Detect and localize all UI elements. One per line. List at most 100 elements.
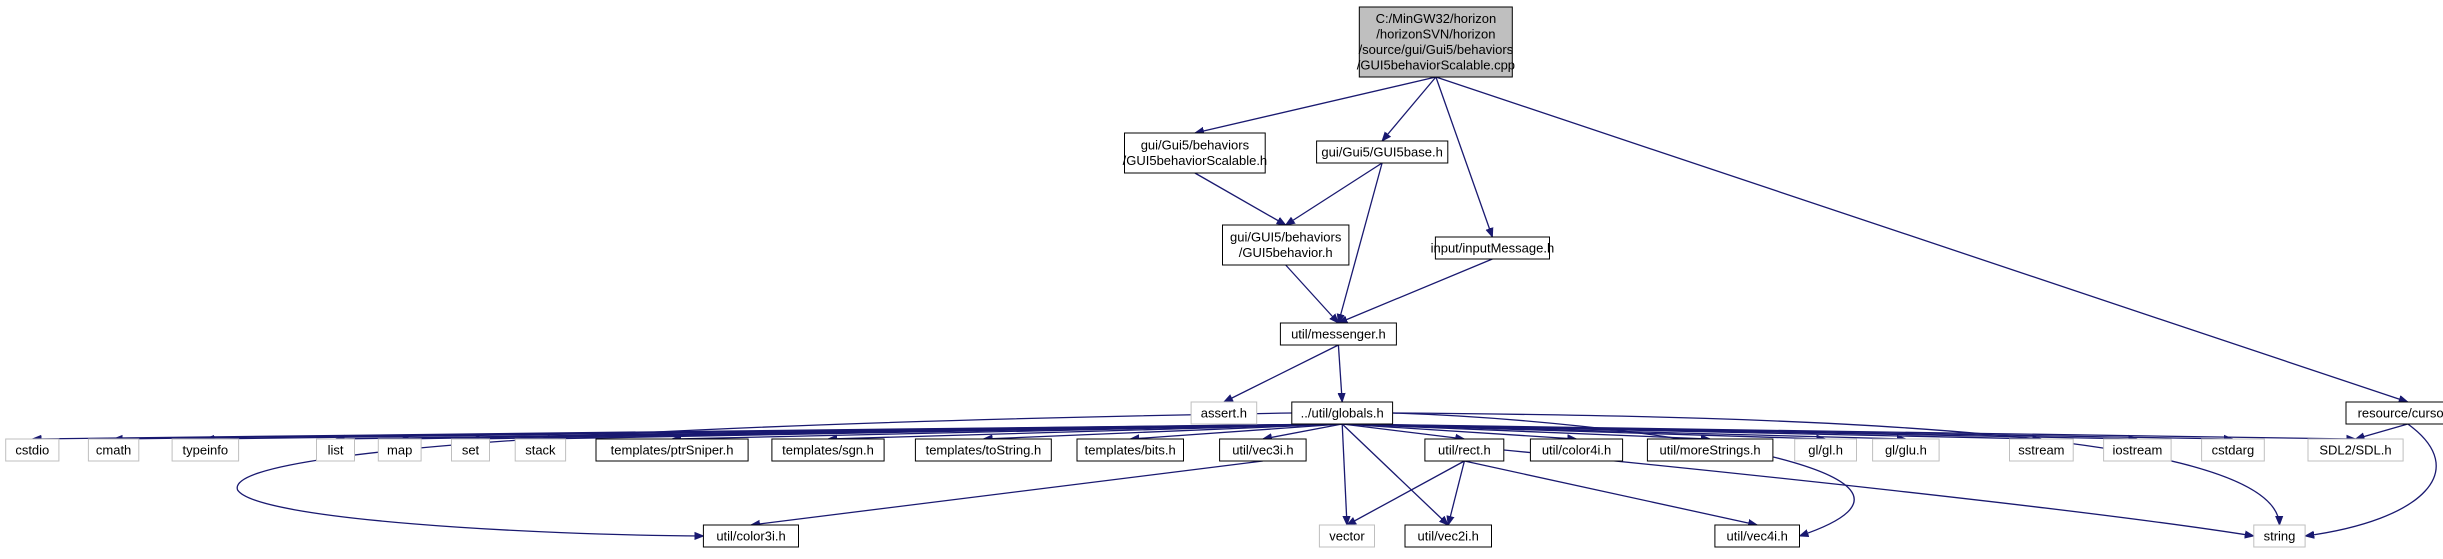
node-box <box>1434 236 1551 260</box>
node-label: /GUI5behavior.h <box>1239 245 1333 260</box>
node-box <box>1124 132 1266 174</box>
node-label: iostream <box>2112 442 2162 457</box>
node-color4i_h[interactable]: util/color4i.h <box>1529 438 1624 462</box>
node-label: templates/sgn.h <box>782 442 874 457</box>
node-gui5base_h[interactable]: gui/Gui5/GUI5base.h <box>1316 140 1449 164</box>
edge-root-to-inputmessage_h <box>1435 76 1493 237</box>
node-stack: stack <box>514 438 567 462</box>
node-label: set <box>462 442 480 457</box>
edge-globals_h-to-string <box>1392 412 2280 525</box>
node-typeinfo: typeinfo <box>171 438 240 462</box>
edge-globals_h-to-sgn_h <box>828 423 1343 439</box>
node-label: gui/GUI5/behaviors <box>1230 230 1342 245</box>
node-messenger_h[interactable]: util/messenger.h <box>1279 322 1397 346</box>
nodes-layer: C:/MinGW32/horizon/horizonSVN/horizon/so… <box>5 6 2443 548</box>
node-inputmessage_h[interactable]: input/inputMessage.h <box>1431 236 1555 260</box>
node-globals_h[interactable]: ../util/globals.h <box>1291 401 1394 425</box>
node-label: string <box>2264 528 2296 543</box>
node-label: util/vec3i.h <box>1232 442 1293 457</box>
node-label: util/moreStrings.h <box>1660 442 1761 457</box>
edge-globals_h-to-rect_h <box>1342 423 1464 439</box>
node-root[interactable]: C:/MinGW32/horizon/horizonSVN/horizon/so… <box>1357 6 1515 78</box>
node-bits_h[interactable]: templates/bits.h <box>1076 438 1184 462</box>
node-box <box>1291 401 1394 425</box>
node-ptrsniper_h[interactable]: templates/ptrSniper.h <box>595 438 749 462</box>
node-box <box>1404 524 1492 548</box>
node-label: templates/bits.h <box>1085 442 1176 457</box>
node-box <box>1219 438 1307 462</box>
node-box <box>316 438 355 462</box>
node-label: util/vec2i.h <box>1417 528 1478 543</box>
node-label: SDL2/SDL.h <box>2319 442 2391 457</box>
node-sgn_h[interactable]: templates/sgn.h <box>771 438 885 462</box>
node-rect_h[interactable]: util/rect.h <box>1424 438 1505 462</box>
node-assert_h: assert.h <box>1190 401 1258 425</box>
edge-messenger_h-to-assert_h <box>1224 344 1339 403</box>
node-scalable_h[interactable]: gui/Gui5/behaviors/GUI5behaviorScalable.… <box>1123 132 1268 174</box>
node-box <box>2345 401 2443 425</box>
node-gl_h: gl/gl.h <box>1794 438 1857 462</box>
node-list: list <box>316 438 355 462</box>
node-box <box>914 438 1052 462</box>
node-label: input/inputMessage.h <box>1431 240 1555 255</box>
edge-globals_h-to-color3i_h <box>236 412 1292 536</box>
node-tostring_h[interactable]: templates/toString.h <box>914 438 1052 462</box>
node-label: util/vec4i.h <box>1726 528 1787 543</box>
edge-vec3i_h-to-color3i_h <box>751 460 1263 525</box>
node-label: map <box>387 442 412 457</box>
edge-gui5base_h-to-messenger_h <box>1338 162 1383 323</box>
edge-rect_h-to-string <box>1503 449 2254 536</box>
node-box <box>2201 438 2265 462</box>
node-label: gui/Gui5/GUI5base.h <box>1321 144 1442 159</box>
node-cmath: cmath <box>87 438 140 462</box>
edge-root-to-cursor_h <box>1435 76 2408 402</box>
edges-layer <box>32 76 2437 536</box>
node-label: util/rect.h <box>1438 442 1491 457</box>
node-vector: vector <box>1318 524 1376 548</box>
node-box <box>2009 438 2074 462</box>
edge-root-to-scalable_h <box>1195 76 1437 133</box>
node-label: assert.h <box>1201 405 1247 420</box>
node-vec4i_h[interactable]: util/vec4i.h <box>1714 524 1801 548</box>
node-box <box>1318 524 1376 548</box>
node-label: /GUI5behaviorScalable.h <box>1123 153 1268 168</box>
node-behavior_h[interactable]: gui/GUI5/behaviors/GUI5behavior.h <box>1222 224 1350 266</box>
edge-cursor_h-to-sdl_h <box>2356 423 2408 439</box>
edge-globals_h-to-color4i_h <box>1342 423 1576 439</box>
node-box <box>1076 438 1184 462</box>
node-label: C:/MinGW32/horizon <box>1376 11 1497 26</box>
node-label: stack <box>525 442 556 457</box>
node-label: resource/cursor.h <box>2358 405 2443 420</box>
node-label: /source/gui/Gui5/behaviors <box>1359 42 1514 57</box>
node-color3i_h[interactable]: util/color3i.h <box>702 524 800 548</box>
edge-globals_h-to-tostring_h <box>983 423 1343 439</box>
node-box <box>514 438 567 462</box>
node-label: cstdarg <box>2212 442 2255 457</box>
edge-behavior_h-to-messenger_h <box>1285 264 1339 323</box>
node-box <box>1279 322 1397 346</box>
node-box <box>2307 438 2404 462</box>
node-vec2i_h[interactable]: util/vec2i.h <box>1404 524 1492 548</box>
node-label: typeinfo <box>183 442 229 457</box>
node-box <box>1646 438 1774 462</box>
node-box <box>1190 401 1258 425</box>
edge-scalable_h-to-behavior_h <box>1194 172 1286 225</box>
edge-globals_h-to-vector <box>1341 423 1347 525</box>
edge-gui5base_h-to-behavior_h <box>1286 162 1383 225</box>
node-label: cmath <box>96 442 131 457</box>
edge-globals_h-to-vec3i_h <box>1263 423 1343 439</box>
node-box <box>771 438 885 462</box>
node-vec3i_h[interactable]: util/vec3i.h <box>1219 438 1307 462</box>
node-iostream: iostream <box>2103 438 2172 462</box>
node-box <box>1529 438 1624 462</box>
node-cursor_h[interactable]: resource/cursor.h <box>2345 401 2443 425</box>
node-morestrings_h[interactable]: util/moreStrings.h <box>1646 438 1774 462</box>
node-box <box>702 524 800 548</box>
node-label: templates/ptrSniper.h <box>611 442 734 457</box>
edge-globals_h-to-ptrsniper_h <box>672 423 1343 439</box>
node-label: vector <box>1329 528 1365 543</box>
node-box <box>171 438 240 462</box>
node-box <box>87 438 140 462</box>
edge-root-to-gui5base_h <box>1382 76 1437 141</box>
